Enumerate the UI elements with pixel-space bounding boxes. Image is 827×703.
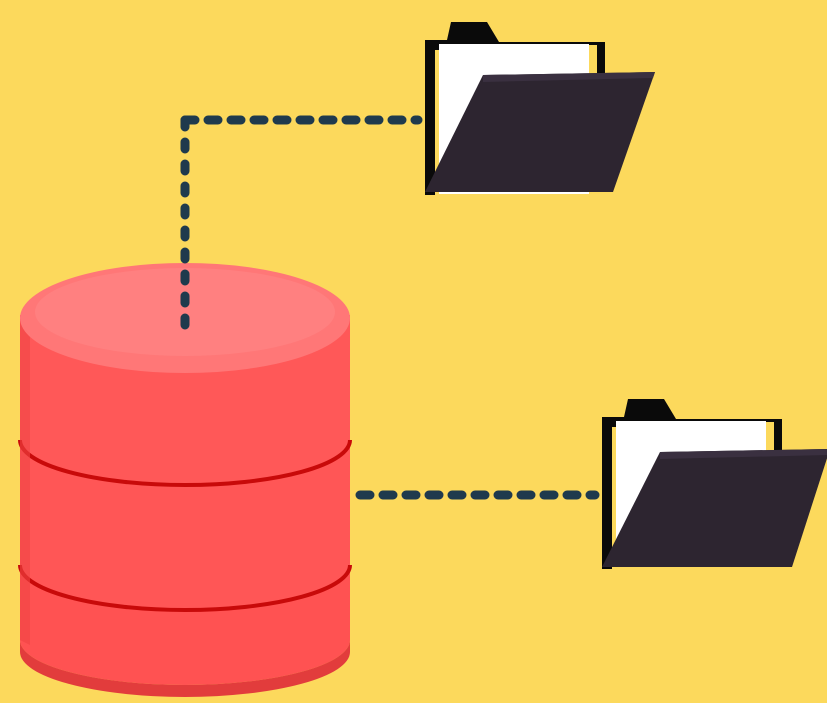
database-divider-1 [18, 439, 352, 487]
database-bottom-shadow [20, 640, 350, 697]
database-top-highlight [35, 268, 335, 356]
database-segment-middle [20, 440, 350, 610]
folder-front-edge [660, 449, 827, 459]
folder-front [602, 449, 827, 567]
folder-open-icon [602, 399, 827, 569]
database-icon [18, 263, 352, 697]
database-left-shade [20, 315, 30, 645]
connector-top [180, 115, 423, 330]
folder-front [425, 72, 655, 192]
database-divider-2 [18, 564, 352, 612]
folder-open-icon [425, 22, 655, 195]
folder-front-edge [483, 72, 655, 82]
